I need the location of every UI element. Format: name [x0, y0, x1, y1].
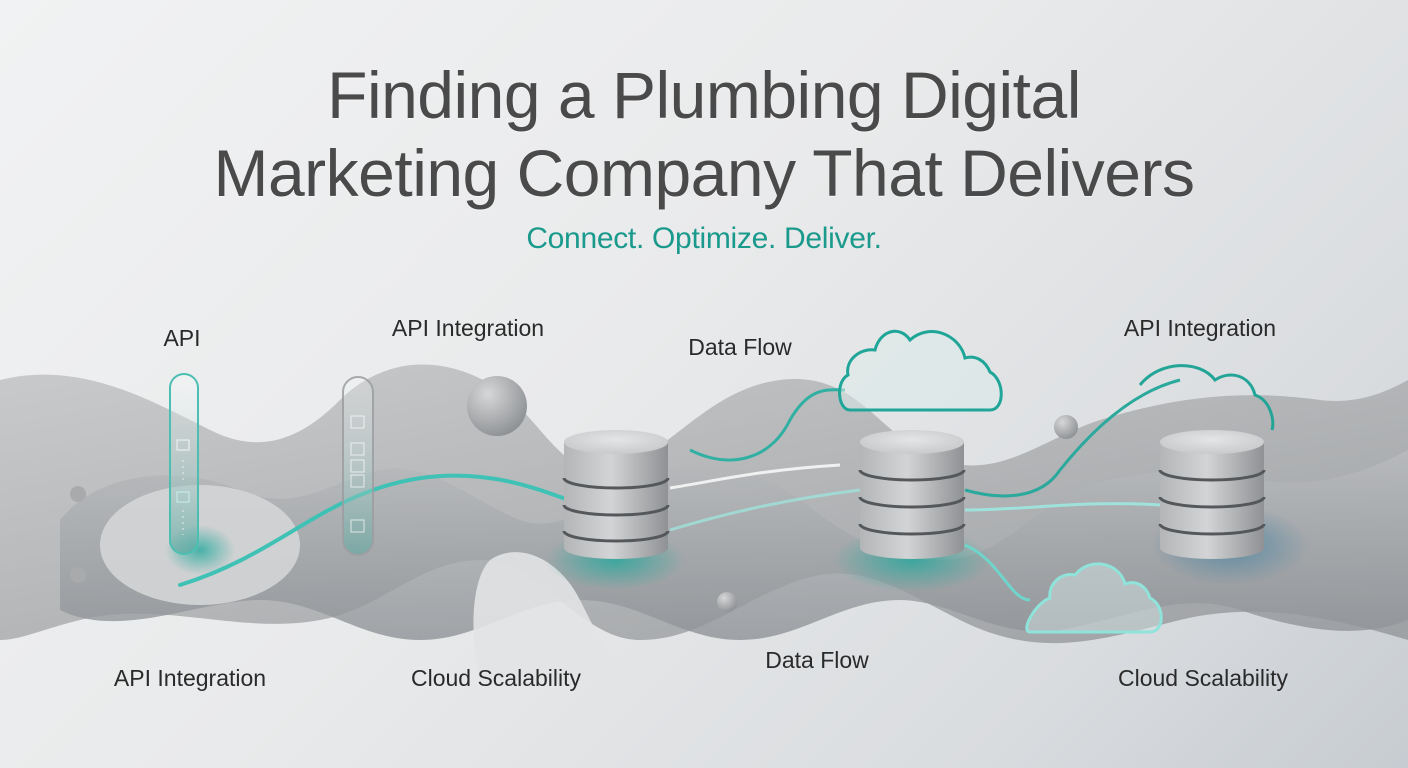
- data-flow-line: [964, 502, 1161, 512]
- label-cloud-scalability: Cloud Scalability: [1117, 665, 1289, 691]
- cloud-icon: [1025, 562, 1163, 634]
- data-flow-line: [669, 488, 861, 532]
- label-data-flow: Data Flow: [688, 334, 792, 360]
- decorative-sphere: [467, 376, 527, 436]
- label-api-integration: API Integration: [113, 665, 267, 691]
- cloud-icon: [1138, 364, 1275, 431]
- label-cloud-scalability: Cloud Scalability: [410, 665, 582, 691]
- title-line-1: Finding a Plumbing Digital: [327, 58, 1081, 132]
- api-integration-capsule-icon: [342, 376, 374, 556]
- tagline: Connect. Optimize. Deliver.: [526, 222, 882, 255]
- data-flow-line: [964, 378, 1181, 498]
- cloud-icon: [838, 329, 1003, 412]
- decorative-sphere: [70, 486, 86, 502]
- database-icon: [858, 430, 966, 559]
- label-data-flow: Data Flow: [765, 647, 869, 673]
- label-api-integration: API Integration: [391, 315, 545, 341]
- api-capsule-icon: [169, 373, 199, 555]
- database-icon: [1158, 430, 1266, 559]
- decorative-sphere: [717, 592, 737, 612]
- label-api-integration: API Integration: [1123, 315, 1277, 341]
- label-api: API: [163, 325, 201, 351]
- database-icon: [562, 430, 670, 559]
- decorative-sphere: [70, 567, 86, 583]
- decorative-sphere: [1054, 415, 1078, 439]
- data-flow-line: [964, 543, 1031, 602]
- data-flow-line: [669, 463, 841, 490]
- page-title: Finding a Plumbing Digital Marketing Com…: [0, 56, 1408, 212]
- data-flow-line: [689, 388, 846, 462]
- title-line-2: Marketing Company That Delivers: [213, 136, 1195, 210]
- data-flow-line: [178, 473, 602, 587]
